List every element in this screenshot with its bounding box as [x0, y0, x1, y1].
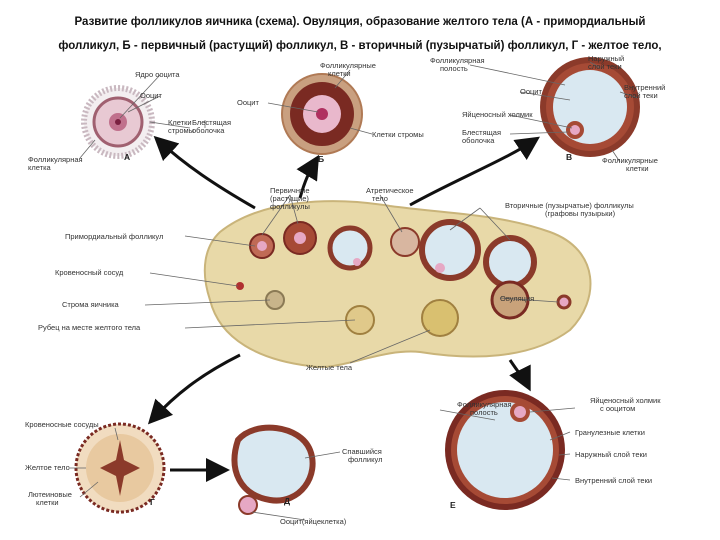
label-b-oocyte: Ооцит [237, 98, 259, 107]
title-line-1: Развитие фолликулов яичника (схема). Ову… [74, 16, 646, 28]
panel-letter-d: Д [284, 496, 291, 506]
label-v-cavity-2: полость [440, 64, 468, 73]
label-v-follicular-1: Фолликулярные [602, 156, 658, 165]
label-e-cumulus-1: Яйценосный холмик [590, 396, 661, 405]
label-a-follicular: Фолликулярная [28, 155, 83, 164]
panel-b-primary-follicle [281, 73, 363, 155]
label-m-primordial: Примордиальный фолликул [65, 232, 164, 241]
label-a-follicular-2: клетка [28, 163, 51, 172]
label-g-corpus: Желтое тело [25, 463, 70, 472]
panel-d-collapsed-follicle [231, 424, 316, 515]
label-a-zona-2: оболочка [192, 126, 225, 135]
label-v-cumulus: Яйценосный холмик [462, 110, 533, 119]
label-a-nucleus: Ядро ооцита [135, 70, 180, 79]
label-m-primary-3: фолликулы [270, 202, 310, 211]
panel-letter-a: А [124, 152, 131, 162]
ovary-section [203, 200, 592, 368]
label-g-lutein-2: клетки [36, 498, 59, 507]
label-v-oocyte: Ооцит [520, 87, 542, 96]
label-m-secondary-2: (графовы пузырьки) [545, 209, 616, 218]
label-a-oocyte: Ооцит [140, 91, 162, 100]
panel-e-mature-follicle [445, 390, 565, 510]
label-e-cavity-1: Фолликулярная [457, 400, 512, 409]
leader-lines [70, 61, 639, 521]
label-e-cavity-2: полость [470, 408, 498, 417]
label-g-lutein-1: Лютеиновые [28, 490, 72, 499]
label-a-stroma-1: Клетки [168, 118, 192, 127]
label-g-vessels: Кровеносные сосуды [25, 420, 99, 429]
label-v-cavity-1: Фолликулярная [430, 56, 485, 65]
label-d-ruptured-2: фолликул [348, 455, 383, 464]
label-b-follicular-2: клетки [328, 69, 351, 78]
label-a-stroma-2: стромы [168, 126, 195, 135]
label-v-outer-theca-1: Наружный [588, 54, 625, 63]
panel-letter-g: Г [150, 497, 155, 507]
label-v-follicular-2: клетки [626, 164, 649, 173]
label-m-primary-2: (растущие) [270, 194, 309, 203]
label-m-vessel: Кровеносный сосуд [55, 268, 124, 277]
panel-letter-b: Б [318, 154, 325, 164]
label-b-follicular-1: Фолликулярные [320, 61, 376, 70]
label-a-zona-1: Блестящая [192, 118, 232, 127]
panel-v-secondary-follicle [540, 57, 640, 157]
label-e-inner-theca: Внутренний слой теки [575, 476, 653, 485]
label-e-cumulus-2: с ооцитом [600, 404, 636, 413]
label-m-ovulation: Овуляция [500, 294, 535, 303]
panel-g-corpus-luteum [74, 422, 166, 514]
label-v-outer-theca-2: слой теки [588, 62, 622, 71]
label-e-granulosa: Гранулезные клетки [575, 428, 645, 437]
panel-letter-e: Е [450, 500, 456, 510]
label-d-ruptured-1: Спавшийся [342, 447, 382, 456]
label-v-inner-theca-1: Внутренний [624, 83, 666, 92]
label-b-stroma: Клетки стромы [372, 130, 424, 139]
label-v-zona-2: оболочка [462, 136, 495, 145]
label-m-secondary-1: Вторичные (пузырчатые) фолликулы [505, 201, 634, 210]
arrows [147, 135, 540, 482]
panel-letter-v: В [566, 152, 573, 162]
label-e-outer-theca: Наружный слой теки [575, 450, 647, 459]
label-m-stroma: Строма яичника [62, 300, 119, 309]
label-m-atretic-2: тело [372, 194, 388, 203]
title-line-2: фолликул, Б - первичный (растущий) фолли… [58, 40, 662, 52]
label-m-scar: Рубец на месте желтого тела [38, 323, 141, 332]
label-m-atretic-1: Атретическое [366, 186, 414, 195]
label-m-primary-1: Первичные [270, 186, 310, 195]
label-m-corpus-luteum: Желтые тела [306, 363, 353, 372]
label-d-oocyte: Ооцит(яйцеклетка) [280, 517, 347, 526]
label-v-inner-theca-2: слой теки [624, 91, 658, 100]
label-v-zona-1: Блестящая [462, 128, 502, 137]
